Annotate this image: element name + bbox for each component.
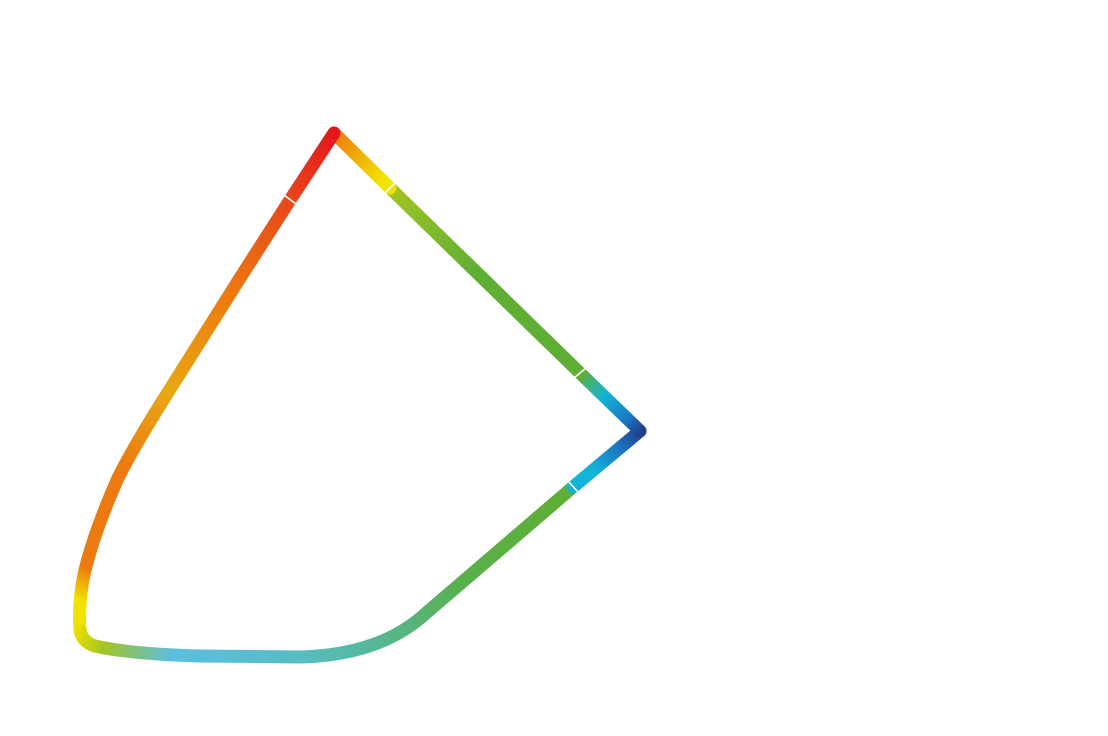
outline-segment-bottom (73, 623, 307, 664)
segment-separators (283, 182, 587, 493)
separator-right-lower (567, 480, 579, 493)
separator-upper-left (283, 194, 297, 205)
separator-right-upper (573, 367, 587, 379)
outline-segment-tip-upper (573, 366, 647, 438)
outline-segment-top-red (283, 126, 341, 207)
outline-segment-right-diagonal (383, 181, 587, 380)
outline-segment-left (73, 193, 297, 637)
shape-outline (73, 126, 647, 664)
separator-top-right (384, 182, 396, 194)
outline-segment-tip-lower (566, 424, 647, 494)
outline-segment-lower-right (293, 480, 580, 664)
outline-segment-top-yellow (327, 126, 397, 195)
